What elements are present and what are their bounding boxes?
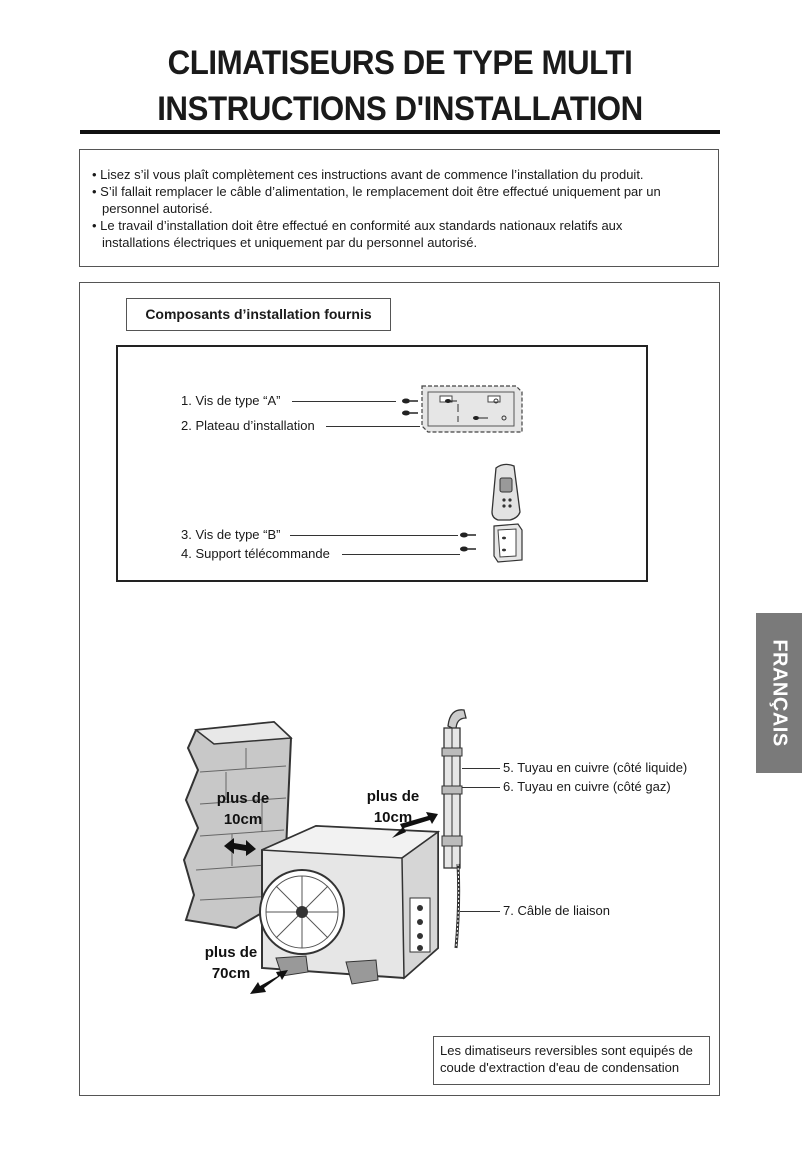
screw-a-icon [402,398,418,416]
supplied-parts-box [116,345,648,582]
piping-illustration [441,709,467,949]
part-label-gas-pipe: 6. Tuyau en cuivre (côté gaz) [503,779,671,794]
part-label-install-plate: 2. Plateau d’installation [181,418,315,433]
title-line-2: INSTRUCTIONS D'INSTALLATION [157,90,643,128]
language-label: FRANÇAIS [768,639,791,747]
remote-holder-icon [493,523,523,563]
notice-line-3-cont: installations électriques et uniquement … [102,235,478,250]
part-label-remote-holder: 4. Support télécommande [181,546,330,561]
language-side-tab: FRANÇAIS [756,613,802,773]
note-line-2: coude d'extraction d'eau de condensation [440,1060,680,1075]
notice-line-1: • Lisez s’il vous plaît complètement ces… [92,167,644,182]
leader-line [326,426,420,427]
title-divider [80,130,720,134]
notice-line-2-cont: personnel autorisé. [102,201,213,216]
outdoor-installation-illustration [182,720,441,994]
leader-line [342,554,460,555]
part-label-screw-b: 3. Vis de type “B” [181,527,281,542]
outdoor-unit-icon [259,824,441,985]
part-label-liquid-pipe: 5. Tuyau en cuivre (côté liquide) [503,760,688,775]
leader-line [292,401,396,402]
clearance-label-side: plus de 10cm [366,788,420,826]
notice-line-2: • S’il fallait remplacer le câble d’alim… [92,184,661,199]
leader-line [462,768,500,769]
part-label-screw-a: 1. Vis de type “A” [181,393,281,408]
safety-notice-box: • Lisez s’il vous plaît complètement ces… [79,149,719,267]
note-line-1: Les dimatiseurs reversibles sont equipés… [440,1043,693,1058]
clearance-label-front: plus de 70cm [204,944,258,982]
leader-line [460,911,500,912]
reversible-note-box: Les dimatiseurs reversibles sont equipés… [433,1036,710,1085]
part-label-connection-cable: 7. Câble de liaison [503,903,610,918]
connection-cable-icon [454,863,461,949]
components-heading: Composants d’installation fournis [126,298,391,331]
screw-b-icon [460,532,476,552]
installation-figure-frame [79,282,720,1096]
remote-holder-illustration [460,463,523,563]
copper-pipe-icon [441,709,467,869]
notice-line-3: • Le travail d’installation doit être ef… [92,218,623,233]
remote-control-icon [491,463,521,521]
clearance-label-wall: plus de 10cm [216,790,270,828]
clearance-arrow-icon [224,812,438,994]
leader-line [462,787,500,788]
title-line-1: CLIMATISEURS DE TYPE MULTI [167,44,633,82]
installation-plate-illustration [402,385,523,433]
page-title: CLIMATISEURS DE TYPE MULTI INSTRUCTIONS … [106,40,695,132]
leader-line [290,535,458,536]
